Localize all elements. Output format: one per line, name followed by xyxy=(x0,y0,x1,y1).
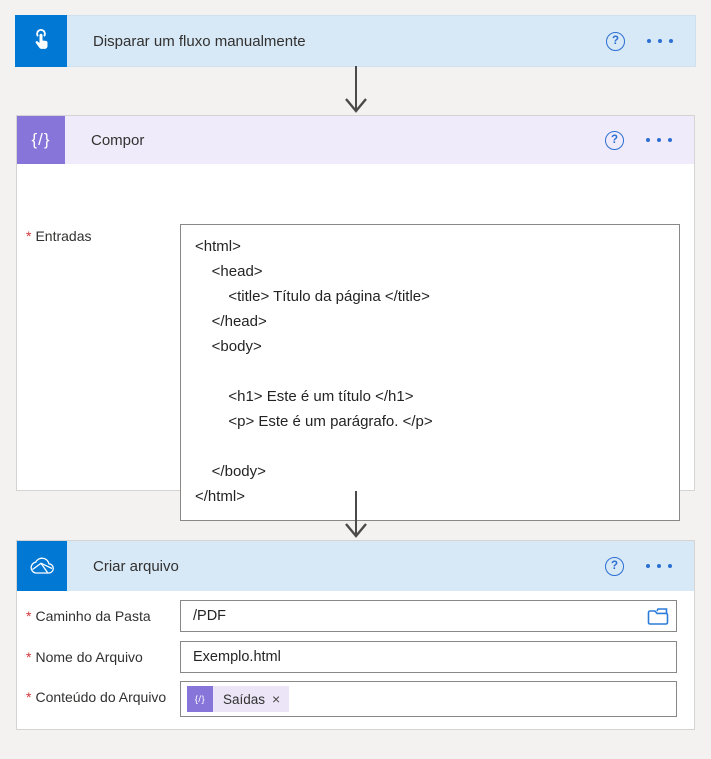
folder-path-input[interactable] xyxy=(180,600,677,632)
help-icon[interactable]: ? xyxy=(606,31,625,51)
folder-browse-icon[interactable] xyxy=(645,605,671,627)
more-options-icon[interactable] xyxy=(644,560,674,572)
token-remove-icon[interactable]: × xyxy=(272,691,281,707)
file-name-label: *Nome do Arquivo xyxy=(26,649,143,665)
file-content-label: *Conteúdo do Arquivo xyxy=(26,689,167,705)
more-options-icon[interactable] xyxy=(645,35,675,47)
onedrive-icon xyxy=(17,541,67,591)
file-content-input[interactable]: {/} Saídas × xyxy=(180,681,677,717)
connector-arrow xyxy=(345,66,367,113)
token-compose-icon: {/} xyxy=(187,686,213,712)
manual-trigger-icon xyxy=(15,14,67,67)
compose-icon: {/} xyxy=(17,116,65,164)
required-asterisk: * xyxy=(26,608,32,624)
create-file-card-title: Criar arquivo xyxy=(93,557,179,575)
compose-input-label: *Entradas xyxy=(26,228,92,244)
help-icon[interactable]: ? xyxy=(605,556,624,576)
compose-card: {/} Compor ? *Entradas <html> <head> <ti… xyxy=(16,115,695,521)
compose-card-title: Compor xyxy=(91,131,145,149)
outputs-token[interactable]: {/} Saídas × xyxy=(187,686,290,712)
folder-path-label: *Caminho da Pasta xyxy=(26,608,151,624)
required-asterisk: * xyxy=(26,689,32,705)
compose-card-header[interactable]: {/} Compor ? xyxy=(17,116,694,164)
token-label: Saídas xyxy=(223,691,266,707)
create-file-card-header[interactable]: Criar arquivo ? xyxy=(17,541,694,591)
trigger-card-header[interactable]: Disparar um fluxo manualmente ? xyxy=(15,14,696,67)
create-file-card: Criar arquivo ? *Caminho da Pasta *Nome xyxy=(16,540,695,730)
file-name-input[interactable] xyxy=(180,641,677,673)
required-asterisk: * xyxy=(26,649,32,665)
trigger-card-title: Disparar um fluxo manualmente xyxy=(93,32,306,50)
required-asterisk: * xyxy=(26,228,32,244)
help-icon[interactable]: ? xyxy=(605,130,624,150)
more-options-icon[interactable] xyxy=(644,134,674,146)
compose-input-box[interactable]: <html> <head> <title> Título da página <… xyxy=(180,224,680,521)
connector-arrow xyxy=(345,491,367,538)
